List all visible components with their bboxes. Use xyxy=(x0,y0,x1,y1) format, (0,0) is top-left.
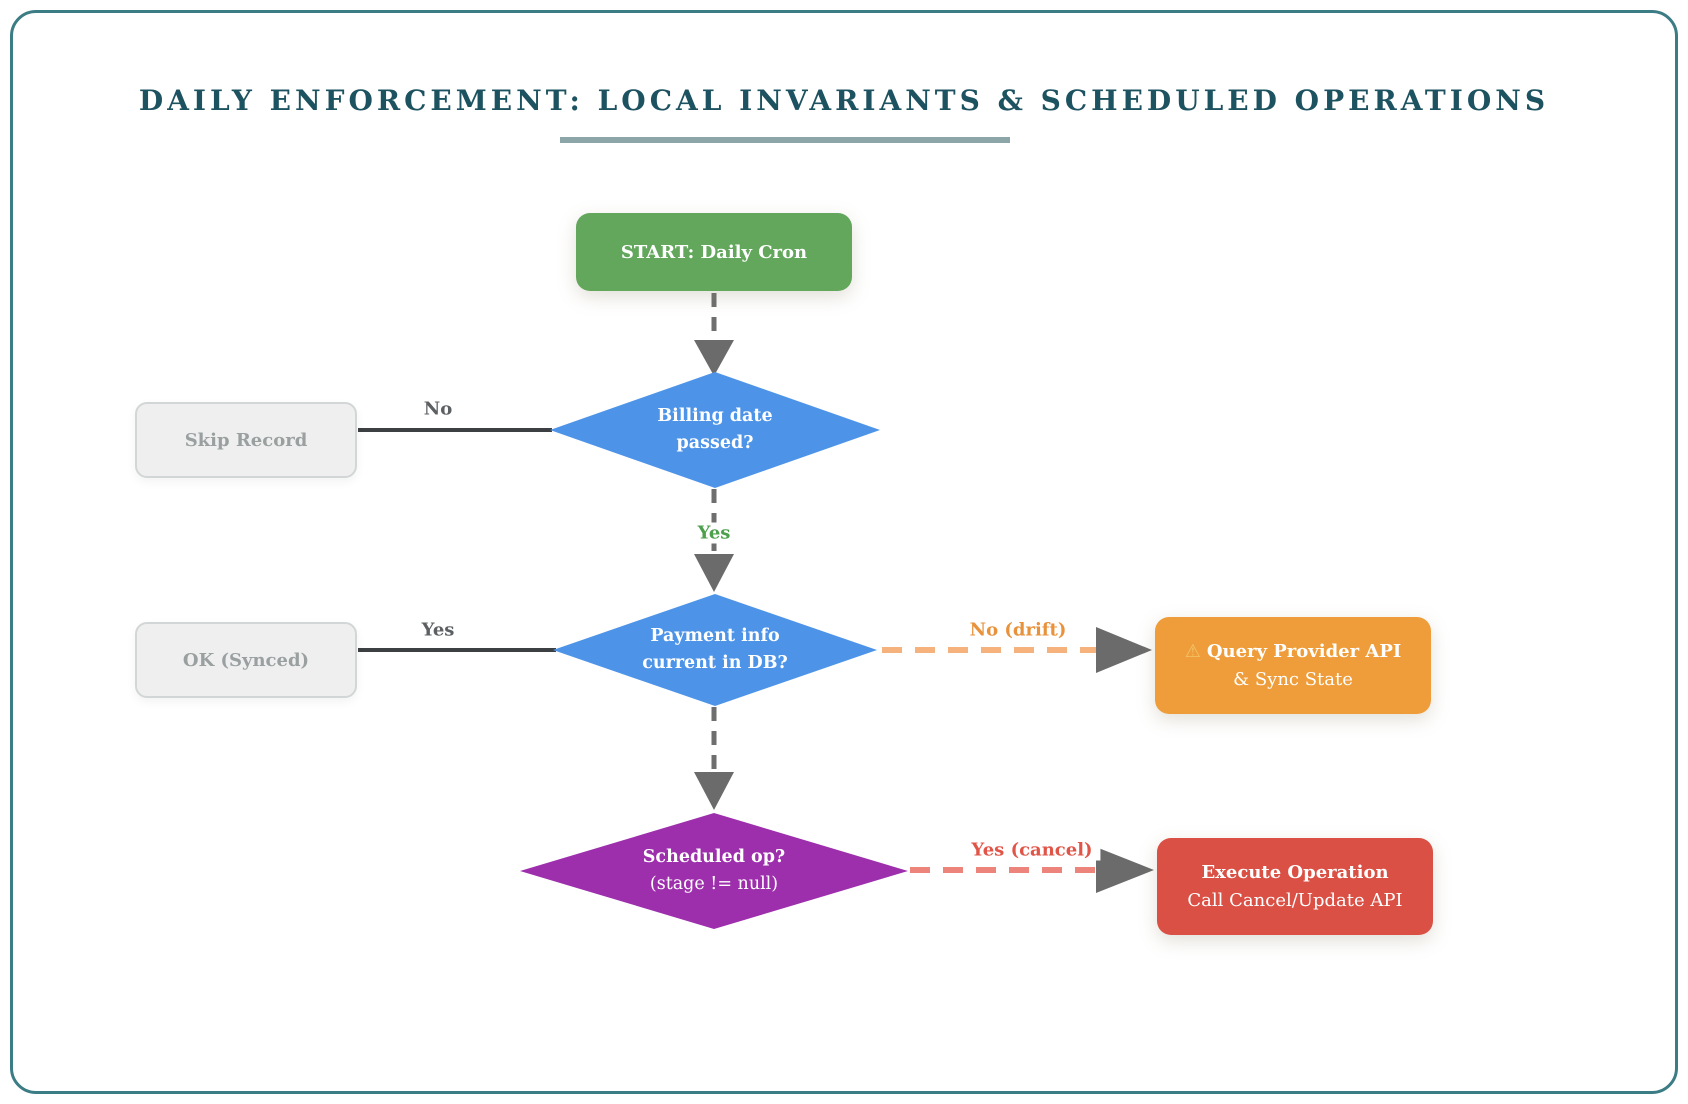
query-provider-line2: & Sync State xyxy=(1233,668,1353,690)
ok-synced-label: OK (Synced) xyxy=(182,649,310,671)
edge-label-yes: Yes xyxy=(689,522,739,544)
execute-line1: Execute Operation xyxy=(1201,861,1389,883)
edge-label-no-drift: No (drift) xyxy=(961,619,1075,641)
billing-line1: Billing date xyxy=(657,405,773,426)
page-title: DAILY ENFORCEMENT: LOCAL INVARIANTS & SC… xyxy=(138,84,1550,117)
scheduled-line2: (stage != null) xyxy=(649,874,779,894)
scheduled-line1: Scheduled op? xyxy=(642,846,786,867)
title-underline xyxy=(560,137,1010,143)
query-provider-line1: ⚠Query Provider API xyxy=(1185,638,1402,666)
payment-line1: Payment info xyxy=(650,625,780,646)
arrowhead-execute xyxy=(1096,847,1154,893)
skip-record-label: Skip Record xyxy=(184,429,308,451)
node-skip-record: Skip Record xyxy=(135,402,357,478)
node-query-provider-api: ⚠Query Provider API & Sync State xyxy=(1155,617,1431,714)
edge-label-yes-cancel: Yes (cancel) xyxy=(963,839,1101,861)
warning-icon: ⚠ xyxy=(1184,640,1201,662)
edge-label-yes-2: Yes xyxy=(413,619,463,641)
start-label: START: Daily Cron xyxy=(620,241,808,263)
arrowhead-query xyxy=(1096,627,1152,673)
node-execute-operation: Execute Operation Call Cancel/Update API xyxy=(1157,838,1433,935)
node-ok-synced: OK (Synced) xyxy=(135,622,357,698)
edge-label-no: No xyxy=(415,398,461,420)
arrowhead-billing xyxy=(694,340,734,376)
query-provider-line1-text: Query Provider API xyxy=(1206,640,1402,662)
billing-line2: passed? xyxy=(676,433,754,453)
arrowhead-scheduled xyxy=(694,772,734,810)
payment-line2: current in DB? xyxy=(642,653,788,673)
node-start-daily-cron: START: Daily Cron xyxy=(576,213,852,291)
arrowhead-payment xyxy=(694,554,734,592)
execute-line2: Call Cancel/Update API xyxy=(1187,889,1403,911)
